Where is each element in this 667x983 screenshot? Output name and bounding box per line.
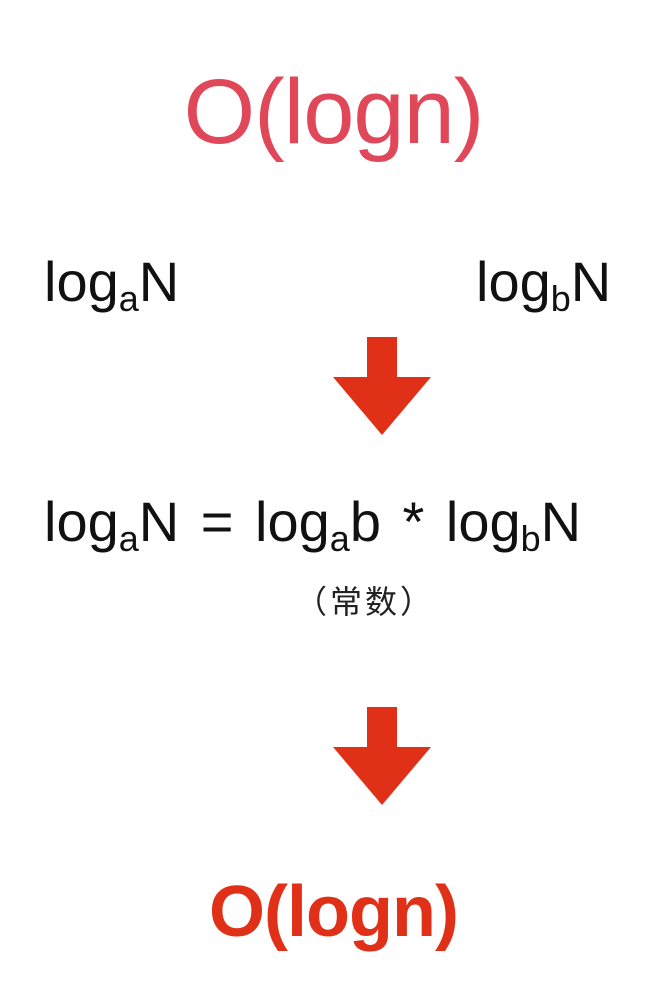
- log-b-n-right: logbN: [476, 250, 611, 321]
- slide-title: O(logn): [183, 61, 485, 163]
- log-base-a: a: [118, 278, 139, 319]
- term2-base: b: [520, 518, 541, 559]
- down-arrow-icon: [333, 707, 431, 805]
- log-argument: N: [138, 250, 180, 313]
- lhs-log: log: [44, 490, 119, 553]
- term2-log: log: [445, 490, 521, 553]
- constant-note: （常数）: [295, 583, 436, 621]
- result-complexity: O(logn): [209, 872, 459, 952]
- log-argument: N: [570, 250, 612, 313]
- log-text: log: [44, 250, 119, 313]
- log-a-n-left: logaN: [44, 250, 179, 321]
- term1-log: log: [255, 490, 330, 553]
- term1-base: a: [329, 518, 350, 559]
- term2-arg: N: [540, 490, 582, 553]
- lhs-base: a: [118, 518, 139, 559]
- equals-sign: =: [200, 490, 234, 553]
- term1-arg: b: [349, 490, 381, 553]
- down-arrow-icon: [333, 337, 431, 435]
- change-of-base-equation: logaN = logab * logbN: [44, 490, 581, 561]
- lhs-arg: N: [138, 490, 180, 553]
- log-base-b: b: [550, 278, 571, 319]
- log-text: log: [476, 250, 551, 313]
- times-sign: *: [402, 490, 425, 553]
